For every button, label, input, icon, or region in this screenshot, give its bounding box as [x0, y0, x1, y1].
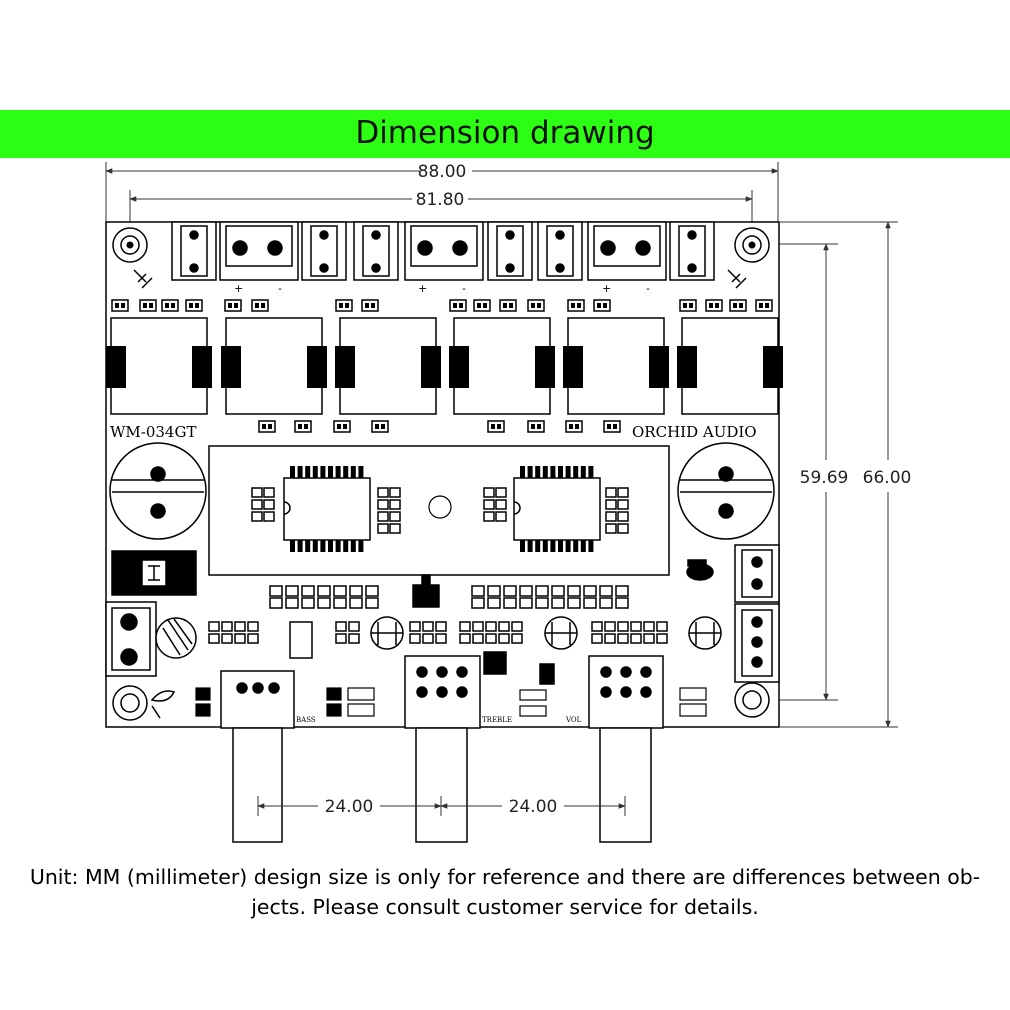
- mounting-holes: [112, 227, 770, 721]
- svg-text:-: -: [278, 282, 282, 295]
- terminal-polarity-marks: + - + - + -: [234, 282, 650, 295]
- pot-spacing-left-label: 24.00: [325, 797, 374, 817]
- svg-text:+: +: [418, 282, 427, 295]
- silkscreen-logos: [133, 269, 747, 719]
- title-banner: Dimension drawing: [0, 110, 1010, 158]
- caption-line-2: jects. Please consult customer service f…: [251, 895, 759, 919]
- width-dimension-81-8: [129, 190, 753, 225]
- output-inductors: [106, 317, 783, 415]
- svg-text:+: +: [234, 282, 243, 295]
- svg-text:-: -: [646, 282, 650, 295]
- smd-pad-row-middle: [258, 420, 621, 433]
- height-dimension-59-69: [768, 243, 838, 701]
- dimension-81-8-label: 81.80: [416, 190, 465, 210]
- power-terminal: [105, 601, 197, 677]
- page-title: Dimension drawing: [355, 115, 655, 151]
- heatsink-screw-hole: [428, 495, 452, 519]
- top-terminal-blocks: [171, 221, 715, 281]
- svg-text:+: +: [602, 282, 611, 295]
- small-components: [289, 574, 555, 685]
- trim-capacitors: [370, 616, 722, 650]
- knob-treble-label: TREBLE: [482, 716, 512, 724]
- knob-bass-label: BASS: [296, 716, 316, 724]
- dimension-66-label: 66.00: [863, 468, 912, 488]
- dimension-59-69-label: 59.69: [800, 468, 849, 488]
- caption-line-1: Unit: MM (millimeter) design size is onl…: [29, 865, 981, 889]
- amplifier-ics: [251, 466, 629, 552]
- potentiometer-volume[interactable]: [588, 655, 664, 843]
- pot-spacing-right-label: 24.00: [509, 797, 558, 817]
- pot-spacing-dimension: [257, 796, 626, 816]
- board-brand-label: ORCHID AUDIO: [632, 423, 757, 441]
- knob-volume-label: VOL: [565, 716, 582, 724]
- electrolytic-capacitors: [109, 442, 775, 540]
- right-terminals: [686, 544, 780, 683]
- height-dimension-66: [780, 221, 898, 728]
- input-diode: [111, 550, 197, 596]
- potentiometer-bass[interactable]: [220, 670, 295, 843]
- bottom-smd-pads: [195, 687, 707, 717]
- potentiometer-treble[interactable]: [404, 655, 481, 843]
- svg-text:-: -: [462, 282, 466, 295]
- smd-pad-row-top: [111, 299, 773, 312]
- dimension-88-label: 88.00: [418, 162, 467, 182]
- width-dimension-88: [105, 162, 779, 222]
- smd-pad-row-lower: [208, 585, 668, 644]
- board-model-label: WM-034GT: [110, 423, 196, 441]
- caption-note: Unit: MM (millimeter) design size is onl…: [20, 862, 990, 922]
